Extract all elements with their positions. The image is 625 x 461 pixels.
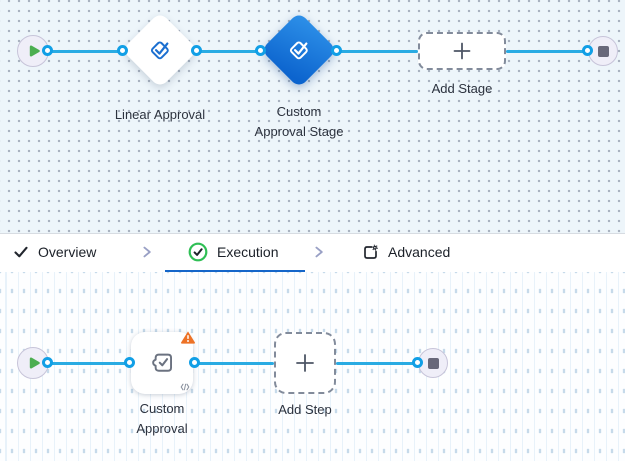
flow-edge[interactable] — [336, 362, 418, 365]
flow-edge[interactable] — [506, 50, 588, 53]
connector-port[interactable] — [42, 45, 53, 56]
connector-port[interactable] — [42, 357, 53, 368]
connector-port[interactable] — [582, 45, 593, 56]
stage-label: Custom Approval Stage — [254, 104, 344, 139]
active-tab-underline — [165, 270, 305, 273]
flow-edge[interactable] — [197, 50, 261, 53]
add-step-button[interactable] — [274, 332, 336, 394]
add-step-label: Add Step — [278, 402, 332, 417]
connector-port[interactable] — [117, 45, 128, 56]
step-node-custom-approval[interactable] — [131, 330, 196, 394]
connector-port[interactable] — [412, 357, 423, 368]
sticker-check-icon — [148, 349, 176, 377]
tab-overview[interactable]: Overview — [13, 234, 96, 270]
flow-edge[interactable] — [48, 362, 130, 365]
check-circle-icon — [188, 242, 208, 262]
flow-edge[interactable] — [337, 50, 418, 53]
tab-label: Overview — [38, 244, 97, 260]
chevron-right-icon — [141, 245, 153, 259]
approval-stamp-icon — [287, 37, 312, 63]
play-icon — [27, 356, 41, 370]
plus-icon — [294, 352, 316, 374]
connector-port[interactable] — [124, 357, 135, 368]
plus-icon — [452, 41, 472, 61]
tab-label: Execution — [217, 244, 279, 260]
stage-node-custom-approval-stage[interactable] — [260, 11, 338, 89]
tab-label: Advanced — [388, 244, 451, 260]
tab-execution[interactable]: Execution — [188, 234, 278, 270]
flow-edge[interactable] — [48, 50, 123, 53]
code-icon — [180, 383, 190, 391]
settings-corner-icon — [362, 244, 379, 261]
warning-icon — [180, 330, 196, 345]
play-icon — [27, 44, 41, 58]
step-canvas: Custom Approval Add Step — [0, 272, 625, 461]
add-stage-button[interactable] — [418, 32, 506, 70]
connector-port[interactable] — [191, 45, 202, 56]
stop-icon — [427, 357, 439, 369]
connector-port[interactable] — [189, 357, 200, 368]
stop-icon — [597, 45, 609, 57]
connector-port[interactable] — [255, 45, 266, 56]
chevron-right-icon — [313, 245, 325, 259]
connector-port[interactable] — [331, 45, 342, 56]
add-stage-label: Add Stage — [431, 81, 493, 96]
tab-advanced[interactable]: Advanced — [362, 234, 450, 270]
stage-canvas: Linear Approval Custom Approval Stage Ad… — [0, 0, 625, 233]
step-label: Custom Approval — [136, 401, 188, 436]
tab-bar: Overview Execution — [0, 233, 625, 273]
flow-edge[interactable] — [194, 362, 274, 365]
stage-label: Linear Approval — [114, 107, 206, 122]
check-icon — [13, 244, 29, 260]
stage-node-linear-approval[interactable] — [121, 11, 199, 89]
approval-stamp-icon — [148, 37, 173, 63]
